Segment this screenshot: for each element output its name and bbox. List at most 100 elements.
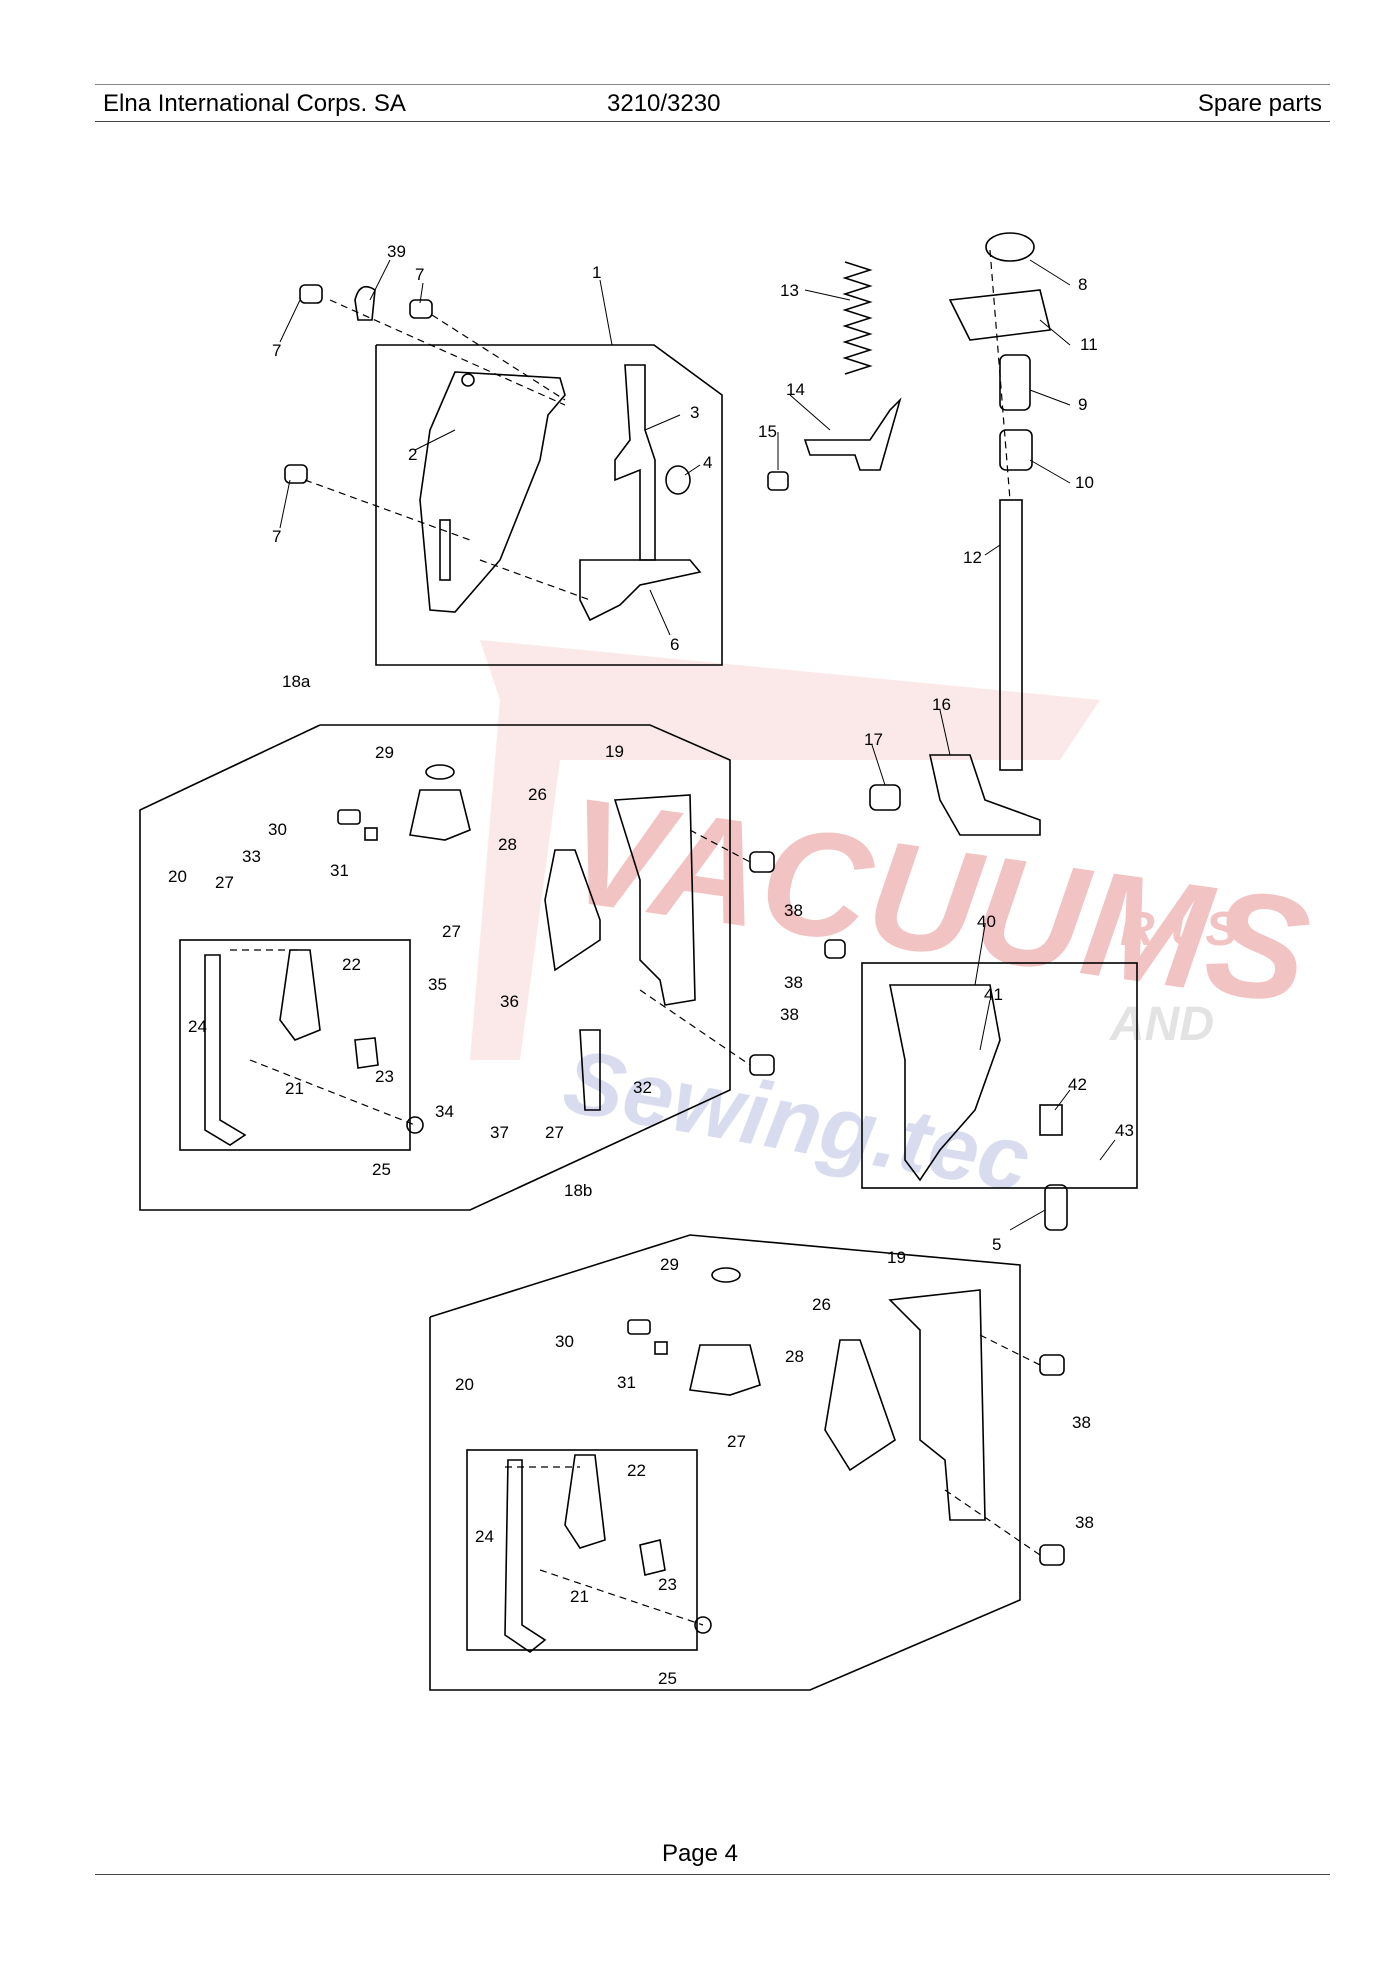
callout-18b: 18b bbox=[564, 1181, 592, 1200]
callout-40: 40 bbox=[977, 912, 996, 931]
presser-foot-16 bbox=[929, 754, 1041, 836]
callout-10: 10 bbox=[1075, 473, 1094, 492]
washer-29b bbox=[711, 1267, 741, 1283]
callout-13: 13 bbox=[780, 281, 799, 300]
group18b-subframe bbox=[466, 1449, 698, 1651]
part-23b bbox=[639, 1539, 666, 1576]
callout-22: 22 bbox=[342, 955, 361, 974]
nut-8 bbox=[985, 232, 1035, 262]
lever-part-6 bbox=[579, 559, 702, 622]
callout-7: 7 bbox=[272, 341, 281, 360]
callout-21: 21 bbox=[285, 1079, 304, 1098]
plate-41 bbox=[889, 984, 1001, 1182]
callout-27: 27 bbox=[727, 1432, 746, 1451]
callout-38: 38 bbox=[784, 973, 803, 992]
callout-38: 38 bbox=[1075, 1513, 1094, 1532]
callout-19: 19 bbox=[605, 742, 624, 761]
callout-34: 34 bbox=[435, 1102, 454, 1121]
bracket-28 bbox=[409, 789, 471, 841]
callout-25: 25 bbox=[372, 1160, 391, 1179]
company-name: Elna International Corps. SA bbox=[103, 90, 406, 117]
screw-38b bbox=[1039, 1354, 1065, 1376]
screw-38b bbox=[1039, 1544, 1065, 1566]
part-9 bbox=[999, 354, 1031, 411]
page-header: Elna International Corps. SA 3210/3230 S… bbox=[95, 85, 1330, 123]
lever-26 bbox=[544, 849, 601, 972]
group1-frame bbox=[375, 344, 723, 666]
callout-25: 25 bbox=[658, 1669, 677, 1688]
plate-19 bbox=[613, 794, 696, 1006]
screw bbox=[299, 284, 323, 304]
callout-26: 26 bbox=[528, 785, 547, 804]
callout-4: 4 bbox=[703, 453, 712, 472]
watermark-sub2: AND bbox=[1109, 998, 1214, 1051]
bracket-28b bbox=[689, 1344, 761, 1396]
callout-16: 16 bbox=[932, 695, 951, 714]
section-title: Spare parts bbox=[1197, 90, 1322, 117]
part-23 bbox=[354, 1037, 379, 1069]
callout-18a: 18a bbox=[282, 672, 311, 691]
callout-11: 11 bbox=[1080, 335, 1098, 354]
screw-38 bbox=[824, 939, 846, 959]
group40-frame bbox=[861, 962, 1138, 1189]
callout-30: 30 bbox=[268, 820, 287, 839]
lever-26b bbox=[824, 1339, 896, 1472]
callout-28: 28 bbox=[785, 1347, 804, 1366]
callout-2: 2 bbox=[408, 445, 417, 464]
lever-21b bbox=[504, 1459, 547, 1653]
part-22b bbox=[564, 1454, 606, 1549]
plate-part bbox=[419, 371, 566, 613]
spring-30 bbox=[337, 809, 361, 825]
callout-29: 29 bbox=[375, 743, 394, 762]
callout-5: 5 bbox=[992, 1235, 1001, 1254]
model-number: 3210/3230 bbox=[607, 90, 721, 117]
callout-38: 38 bbox=[784, 901, 803, 920]
callout-35: 35 bbox=[428, 975, 447, 994]
callout-39: 39 bbox=[387, 242, 406, 261]
header-top-rule bbox=[95, 84, 1330, 85]
screw bbox=[409, 299, 433, 319]
callout-38: 38 bbox=[1072, 1413, 1091, 1432]
callout-32: 32 bbox=[633, 1078, 652, 1097]
ring-25b bbox=[694, 1616, 712, 1634]
callout-33: 33 bbox=[242, 847, 261, 866]
callout-19: 19 bbox=[887, 1248, 906, 1267]
callout-9: 9 bbox=[1078, 395, 1087, 414]
nut-31 bbox=[364, 827, 378, 841]
callout-1: 1 bbox=[592, 263, 601, 282]
group18a-frame bbox=[139, 724, 731, 1211]
callout-7: 7 bbox=[415, 265, 424, 284]
group18a-subframe bbox=[179, 939, 411, 1151]
callout-38: 38 bbox=[780, 1005, 799, 1024]
callout-17: 17 bbox=[864, 730, 883, 749]
callout-27: 27 bbox=[442, 922, 461, 941]
slot bbox=[439, 519, 451, 581]
callout-8: 8 bbox=[1078, 275, 1087, 294]
screw-15 bbox=[767, 471, 789, 491]
callout-20: 20 bbox=[168, 867, 187, 886]
bracket-14 bbox=[803, 397, 902, 471]
callout-41: 41 bbox=[984, 985, 1003, 1004]
plate-11 bbox=[948, 289, 1051, 341]
hole bbox=[461, 373, 475, 387]
group18b-frame bbox=[429, 1234, 1021, 1691]
callout-27: 27 bbox=[215, 873, 234, 892]
callout-23: 23 bbox=[658, 1575, 677, 1594]
part-10 bbox=[999, 429, 1033, 471]
callout-43: 43 bbox=[1115, 1121, 1134, 1140]
lever-21 bbox=[204, 954, 247, 1146]
callout-21: 21 bbox=[570, 1587, 589, 1606]
spring-part bbox=[665, 465, 691, 495]
washer-29 bbox=[425, 764, 455, 780]
watermark-main: VACUUMS bbox=[556, 765, 1319, 1035]
callout-27: 27 bbox=[545, 1123, 564, 1142]
bar-12 bbox=[999, 499, 1023, 771]
callout-20: 20 bbox=[455, 1375, 474, 1394]
plate-19b bbox=[888, 1289, 986, 1521]
callout-15: 15 bbox=[758, 422, 777, 441]
nut-31b bbox=[654, 1341, 668, 1355]
callout-12: 12 bbox=[963, 548, 982, 567]
callout-22: 22 bbox=[627, 1461, 646, 1480]
watermark-sub1: R-US bbox=[1120, 903, 1237, 956]
